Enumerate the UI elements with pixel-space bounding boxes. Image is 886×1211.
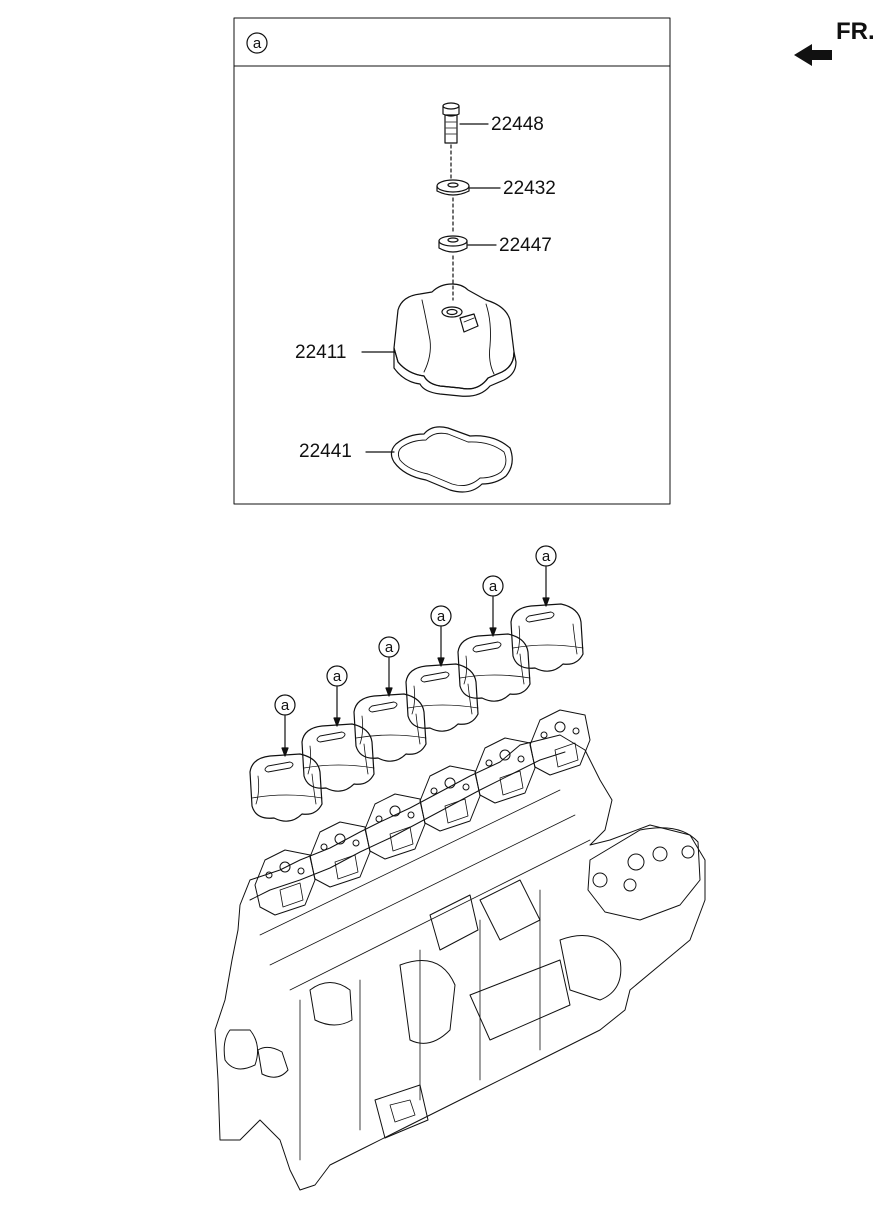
cover-callout-3: a bbox=[353, 636, 427, 762]
part-number-22448: 22448 bbox=[491, 114, 544, 135]
cover-callout-2: a bbox=[301, 665, 375, 792]
cover-callout-1: a bbox=[249, 694, 323, 822]
part-number-22411: 22411 bbox=[295, 342, 347, 363]
part-number-22441: 22441 bbox=[299, 441, 352, 462]
cylinder-head-row bbox=[254, 709, 591, 916]
engine-block bbox=[214, 734, 706, 1191]
cylinder-head-2 bbox=[309, 821, 371, 888]
part-number-22447: 22447 bbox=[499, 235, 552, 256]
cover-callout-text: a bbox=[385, 639, 394, 656]
small-cover-5 bbox=[457, 633, 531, 702]
gasket-22441 bbox=[365, 426, 513, 493]
grommet-22447 bbox=[438, 235, 497, 253]
front-direction-label: FR. bbox=[836, 18, 875, 45]
bolt-22448 bbox=[442, 102, 489, 144]
cover-group: a a a a a a bbox=[249, 545, 584, 822]
cylinder-head-cover-22411 bbox=[361, 283, 517, 397]
cylinder-head-6 bbox=[529, 709, 591, 776]
cover-callout-text: a bbox=[489, 578, 498, 595]
part-number-22432: 22432 bbox=[503, 178, 556, 199]
cylinder-head-4 bbox=[419, 765, 481, 832]
detail-callout-text: a bbox=[253, 35, 262, 52]
small-cover-1 bbox=[249, 753, 323, 822]
small-cover-6 bbox=[510, 603, 584, 672]
small-cover-3 bbox=[353, 693, 427, 762]
cover-callout-4: a bbox=[405, 605, 479, 732]
cylinder-head-3 bbox=[364, 793, 426, 860]
cover-callout-6: a bbox=[510, 545, 584, 672]
small-cover-2 bbox=[301, 723, 375, 792]
cylinder-head-1 bbox=[254, 849, 316, 916]
cover-callout-text: a bbox=[333, 668, 342, 685]
washer-22432 bbox=[436, 179, 501, 196]
cover-callout-text: a bbox=[437, 608, 446, 625]
cylinder-head-5 bbox=[474, 737, 536, 804]
cover-callout-text: a bbox=[281, 697, 290, 714]
front-direction-arrow-icon bbox=[794, 44, 832, 66]
cover-callout-5: a bbox=[457, 575, 531, 702]
small-cover-4 bbox=[405, 663, 479, 732]
detail-frame: a bbox=[233, 17, 671, 505]
cover-callout-text: a bbox=[542, 548, 551, 565]
